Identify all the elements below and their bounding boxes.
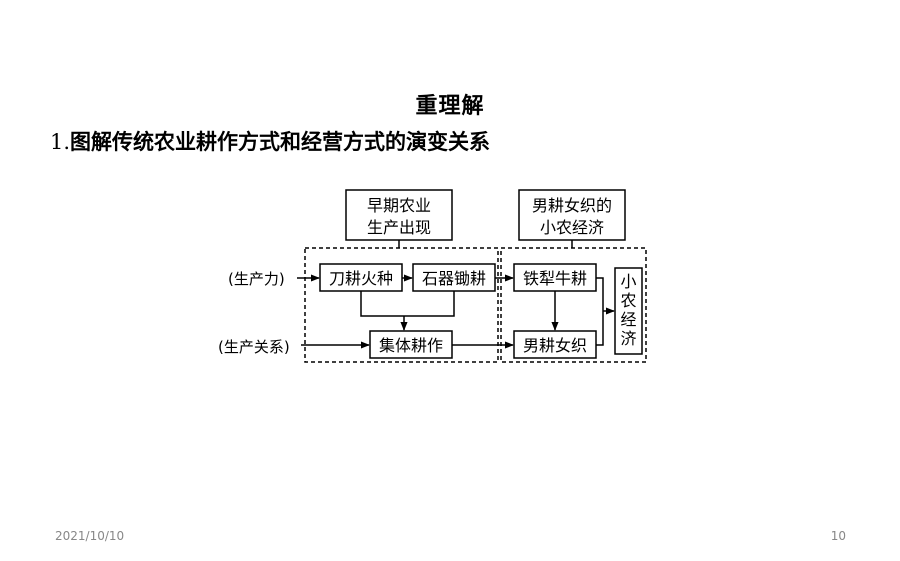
node-collective	[369, 330, 453, 359]
node-stone-tools-label: 石器锄耕	[422, 269, 486, 288]
dashed-group-small-peasant	[500, 247, 647, 363]
label-productivity: (生产力)	[228, 270, 285, 288]
box-early-agriculture-line1: 早期农业	[367, 196, 431, 215]
box-early-agriculture-line2: 生产出现	[367, 218, 431, 237]
node-small-peasant-char-4: 济	[620, 329, 636, 348]
node-small-peasant-economy	[614, 267, 643, 355]
node-small-peasant-char-1: 小	[620, 272, 636, 291]
node-men-farm-women-weave	[513, 330, 597, 359]
node-slash-burn-label: 刀耕火种	[329, 269, 393, 288]
box-small-peasant-economy	[518, 189, 626, 241]
subtitle-number: 1.	[50, 130, 71, 154]
node-small-peasant-char-2: 农	[620, 291, 636, 310]
subtitle-text: 图解传统农业耕作方式和经营方式的演变关系	[70, 130, 491, 154]
box-small-peasant-line1: 男耕女织的	[532, 196, 612, 215]
node-iron-plough	[513, 263, 597, 292]
label-relations: (生产关系)	[218, 338, 290, 356]
dashed-group-early	[304, 247, 499, 363]
node-collective-label: 集体耕作	[379, 336, 443, 355]
node-small-peasant-char-3: 经	[620, 310, 636, 329]
node-iron-plough-label: 铁犁牛耕	[523, 269, 587, 288]
node-men-farm-women-weave-label: 男耕女织	[523, 336, 587, 355]
slide-heading: 重理解	[415, 94, 485, 119]
footer-page-number: 10	[830, 529, 846, 543]
footer-date: 2021/10/10	[55, 529, 125, 543]
node-stone-tools	[412, 263, 496, 292]
box-small-peasant-line2: 小农经济	[540, 218, 604, 237]
bracket-to-small-peasant	[596, 277, 604, 346]
bracket-row1-to-collective	[360, 291, 455, 317]
slide-subtitle: 1.图解传统农业耕作方式和经营方式的演变关系	[50, 126, 490, 156]
